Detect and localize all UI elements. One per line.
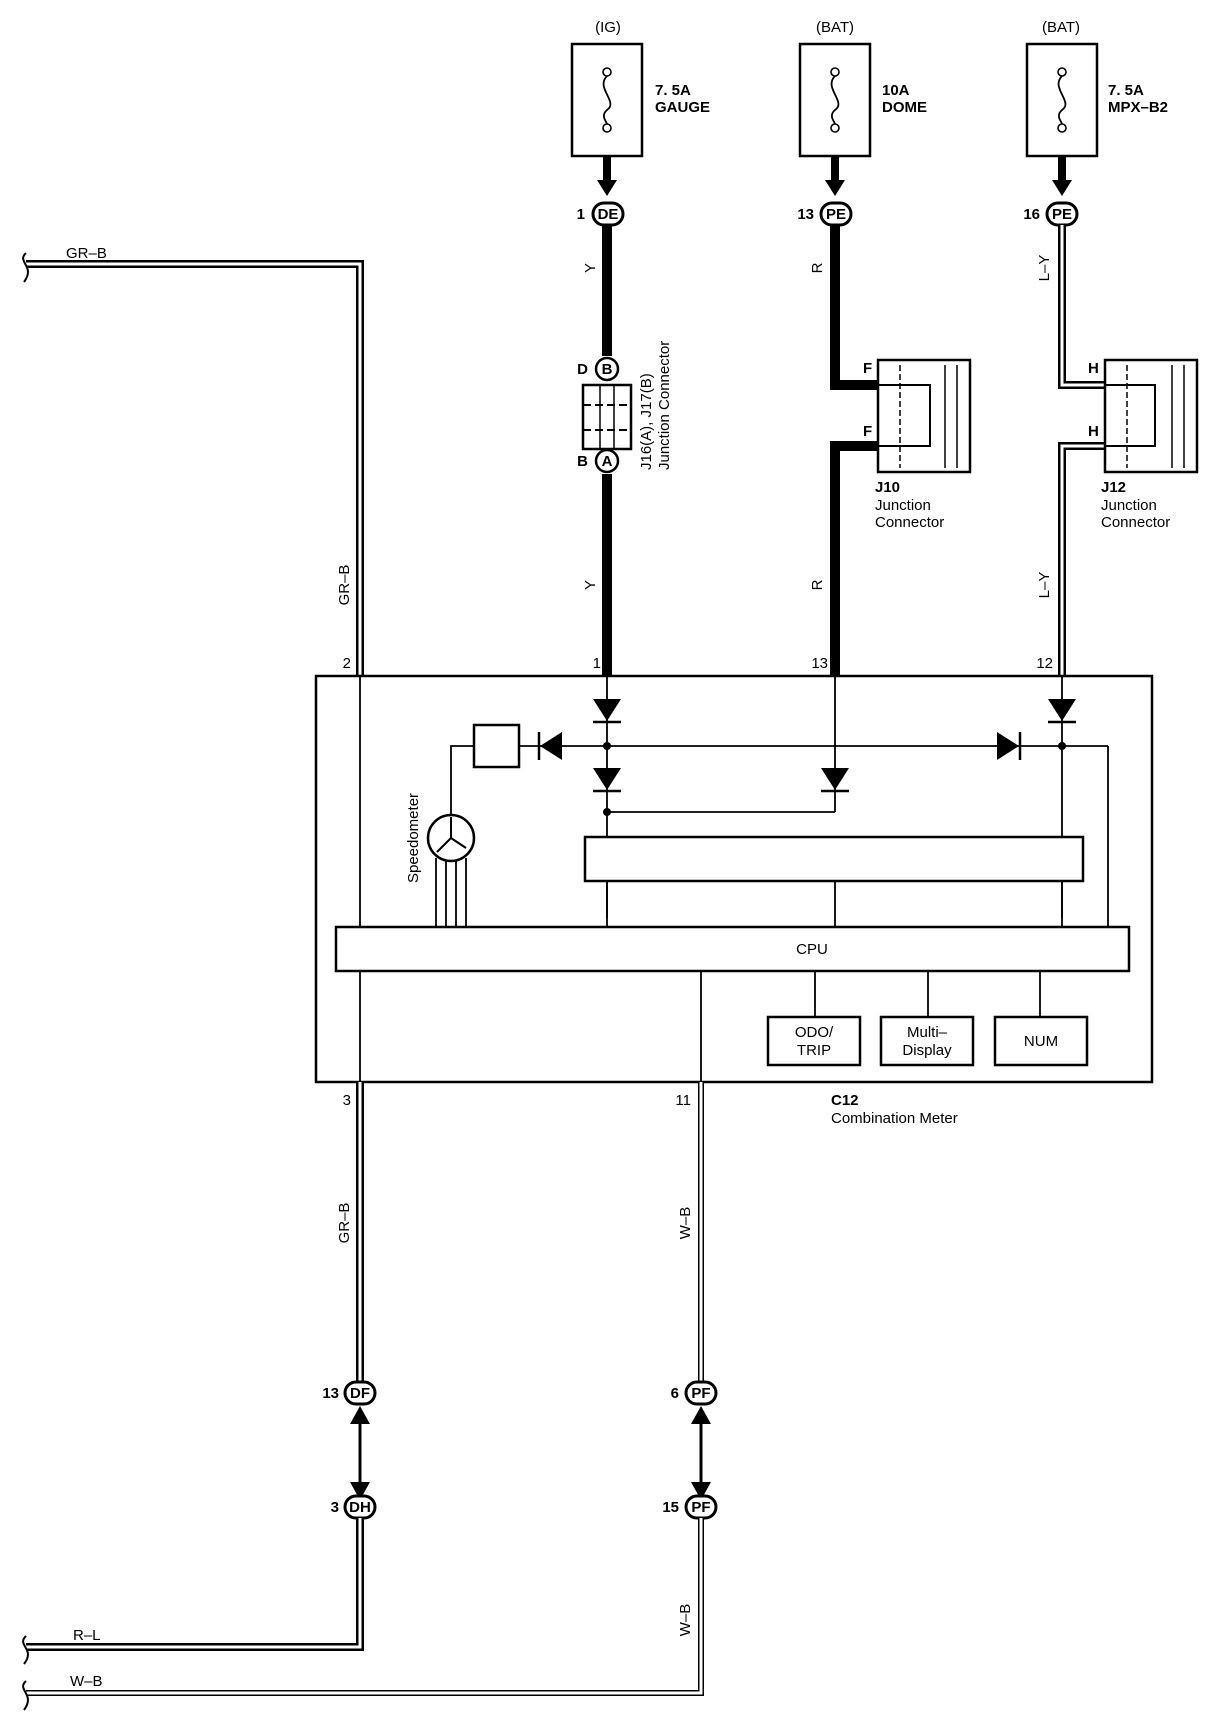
wire-gr-b-top: GR–B GR–B (22, 245, 364, 676)
j12-line1: Junction (1101, 497, 1157, 514)
wire-l-y-label-lower: L–Y (1036, 572, 1053, 599)
wire-y-label-upper: Y (582, 263, 599, 273)
wire-w-b-label: W–B (70, 1673, 103, 1690)
meter-pin-1: 1 (593, 655, 601, 672)
connector-dh-pin: 3 (331, 1499, 339, 1516)
wire-y: Y Y (582, 225, 612, 676)
connector-de: 1 DE (577, 201, 625, 227)
j16-circle-top: B (602, 361, 613, 378)
wire-gr-b-bottom: GR–B (336, 1082, 364, 1388)
junction-j12: H H J12 Junction Connector (1088, 358, 1199, 531)
wire-w-b: W–B W–B (22, 1518, 704, 1711)
odo-trip-line2: TRIP (797, 1042, 831, 1059)
j16-title: J16(A), J17(B) (638, 373, 655, 470)
wire-r-label-lower: R (809, 579, 826, 590)
fuse-gauge: (IG) 7. 5A GAUGE (570, 19, 710, 158)
fuse-mpx-name: MPX–B2 (1108, 99, 1168, 116)
fuse-dome-rating: 10A (882, 82, 910, 99)
wire-gr-b-vertical-label: GR–B (336, 565, 353, 606)
wire-l-y: L–Y L–Y (1036, 225, 1105, 676)
meter-code: C12 (831, 1092, 859, 1109)
connection-df-dh (350, 1406, 370, 1500)
connector-de-code: DE (598, 206, 619, 223)
combination-meter: 2 1 13 12 3 11 (314, 655, 1154, 1127)
connector-pf-upper: 6 PF (671, 1380, 718, 1406)
meter-pin-2: 2 (343, 655, 351, 672)
connector-pf-lower-code: PF (691, 1499, 710, 1516)
meter-pin-11: 11 (675, 1092, 691, 1109)
multi-display-line2: Display (902, 1042, 952, 1059)
wire-r: R R (809, 225, 878, 676)
connector-pe-dome-code: PE (826, 206, 846, 223)
fuse-output-stubs (597, 156, 1072, 196)
j10-pin-top: F (863, 360, 872, 377)
connector-pe-dome-pin: 13 (797, 206, 814, 223)
connector-pf-upper-pin: 6 (671, 1385, 679, 1402)
fuse-mpx: (BAT) 7. 5A MPX–B2 (1025, 19, 1168, 158)
j16-circle-bottom: A (602, 453, 613, 470)
wire-gr-b-top-label: GR–B (66, 245, 107, 262)
connector-pe-mpx-code: PE (1052, 206, 1072, 223)
fuse-mpx-source: (BAT) (1042, 19, 1080, 36)
j10-line2: Connector (875, 514, 944, 531)
fuse-dome-source: (BAT) (816, 19, 854, 36)
fuse-dome: (BAT) 10A DOME (798, 19, 927, 158)
fuse-gauge-name: GAUGE (655, 99, 710, 116)
junction-j10: F F J10 Junction Connector (863, 358, 972, 531)
speedometer: Speedometer (405, 793, 476, 927)
j16-pin-top: D (577, 361, 588, 378)
connector-pf-lower-pin: 15 (662, 1499, 679, 1516)
j12-pin-bottom: H (1088, 423, 1099, 440)
connector-dh: 3 DH (331, 1494, 377, 1520)
connector-pe-dome: 13 PE (797, 201, 853, 227)
j10-code: J10 (875, 479, 900, 496)
fuse-dome-name: DOME (882, 99, 927, 116)
connector-pf-lower: 15 PF (662, 1494, 718, 1520)
wire-w-b-vertical-label: W–B (677, 1207, 694, 1240)
fuse-gauge-source: (IG) (595, 19, 621, 36)
meter-name: Combination Meter (831, 1110, 958, 1127)
connection-pf-pf (691, 1406, 711, 1500)
wire-r-label-upper: R (809, 262, 826, 273)
speedometer-label: Speedometer (405, 793, 422, 883)
connector-dh-code: DH (349, 1499, 371, 1516)
connector-pe-mpx-pin: 16 (1023, 206, 1040, 223)
cpu-label: CPU (796, 941, 828, 958)
connector-pf-upper-code: PF (691, 1385, 710, 1402)
fuse-gauge-rating: 7. 5A (655, 82, 691, 99)
j16-pin-bottom: B (577, 453, 588, 470)
meter-pin-12: 12 (1036, 655, 1053, 672)
meter-pin-3: 3 (343, 1092, 351, 1109)
connector-de-pin: 1 (577, 206, 585, 223)
connector-df-code: DF (350, 1385, 370, 1402)
wire-r-l-label: R–L (73, 1627, 101, 1644)
connector-pe-mpx: 16 PE (1023, 201, 1079, 227)
j12-line2: Connector (1101, 514, 1170, 531)
wire-gr-b-bottom-label: GR–B (336, 1203, 353, 1244)
wire-l-y-label-upper: L–Y (1036, 255, 1053, 282)
junction-j16: D B A B J16(A), J17(B) Junction Connecto… (577, 341, 673, 474)
wire-w-b-bottom: W–B (677, 1082, 704, 1388)
j10-pin-bottom: F (863, 423, 872, 440)
connector-df-pin: 13 (322, 1385, 339, 1402)
multi-display-line1: Multi– (907, 1024, 948, 1041)
j16-name: Junction Connector (656, 341, 673, 470)
j10-line1: Junction (875, 497, 931, 514)
wire-y-label-lower: Y (582, 580, 599, 590)
j12-pin-top: H (1088, 360, 1099, 377)
meter-pin-13: 13 (811, 655, 828, 672)
odo-trip-line1: ODO/ (795, 1024, 834, 1041)
j12-code: J12 (1101, 479, 1126, 496)
fuse-mpx-rating: 7. 5A (1108, 82, 1144, 99)
connector-df: 13 DF (322, 1380, 377, 1406)
num-label: NUM (1024, 1033, 1058, 1050)
wire-r-l: R–L (22, 1518, 364, 1665)
wire-w-b-lower-vertical-label: W–B (677, 1604, 694, 1637)
